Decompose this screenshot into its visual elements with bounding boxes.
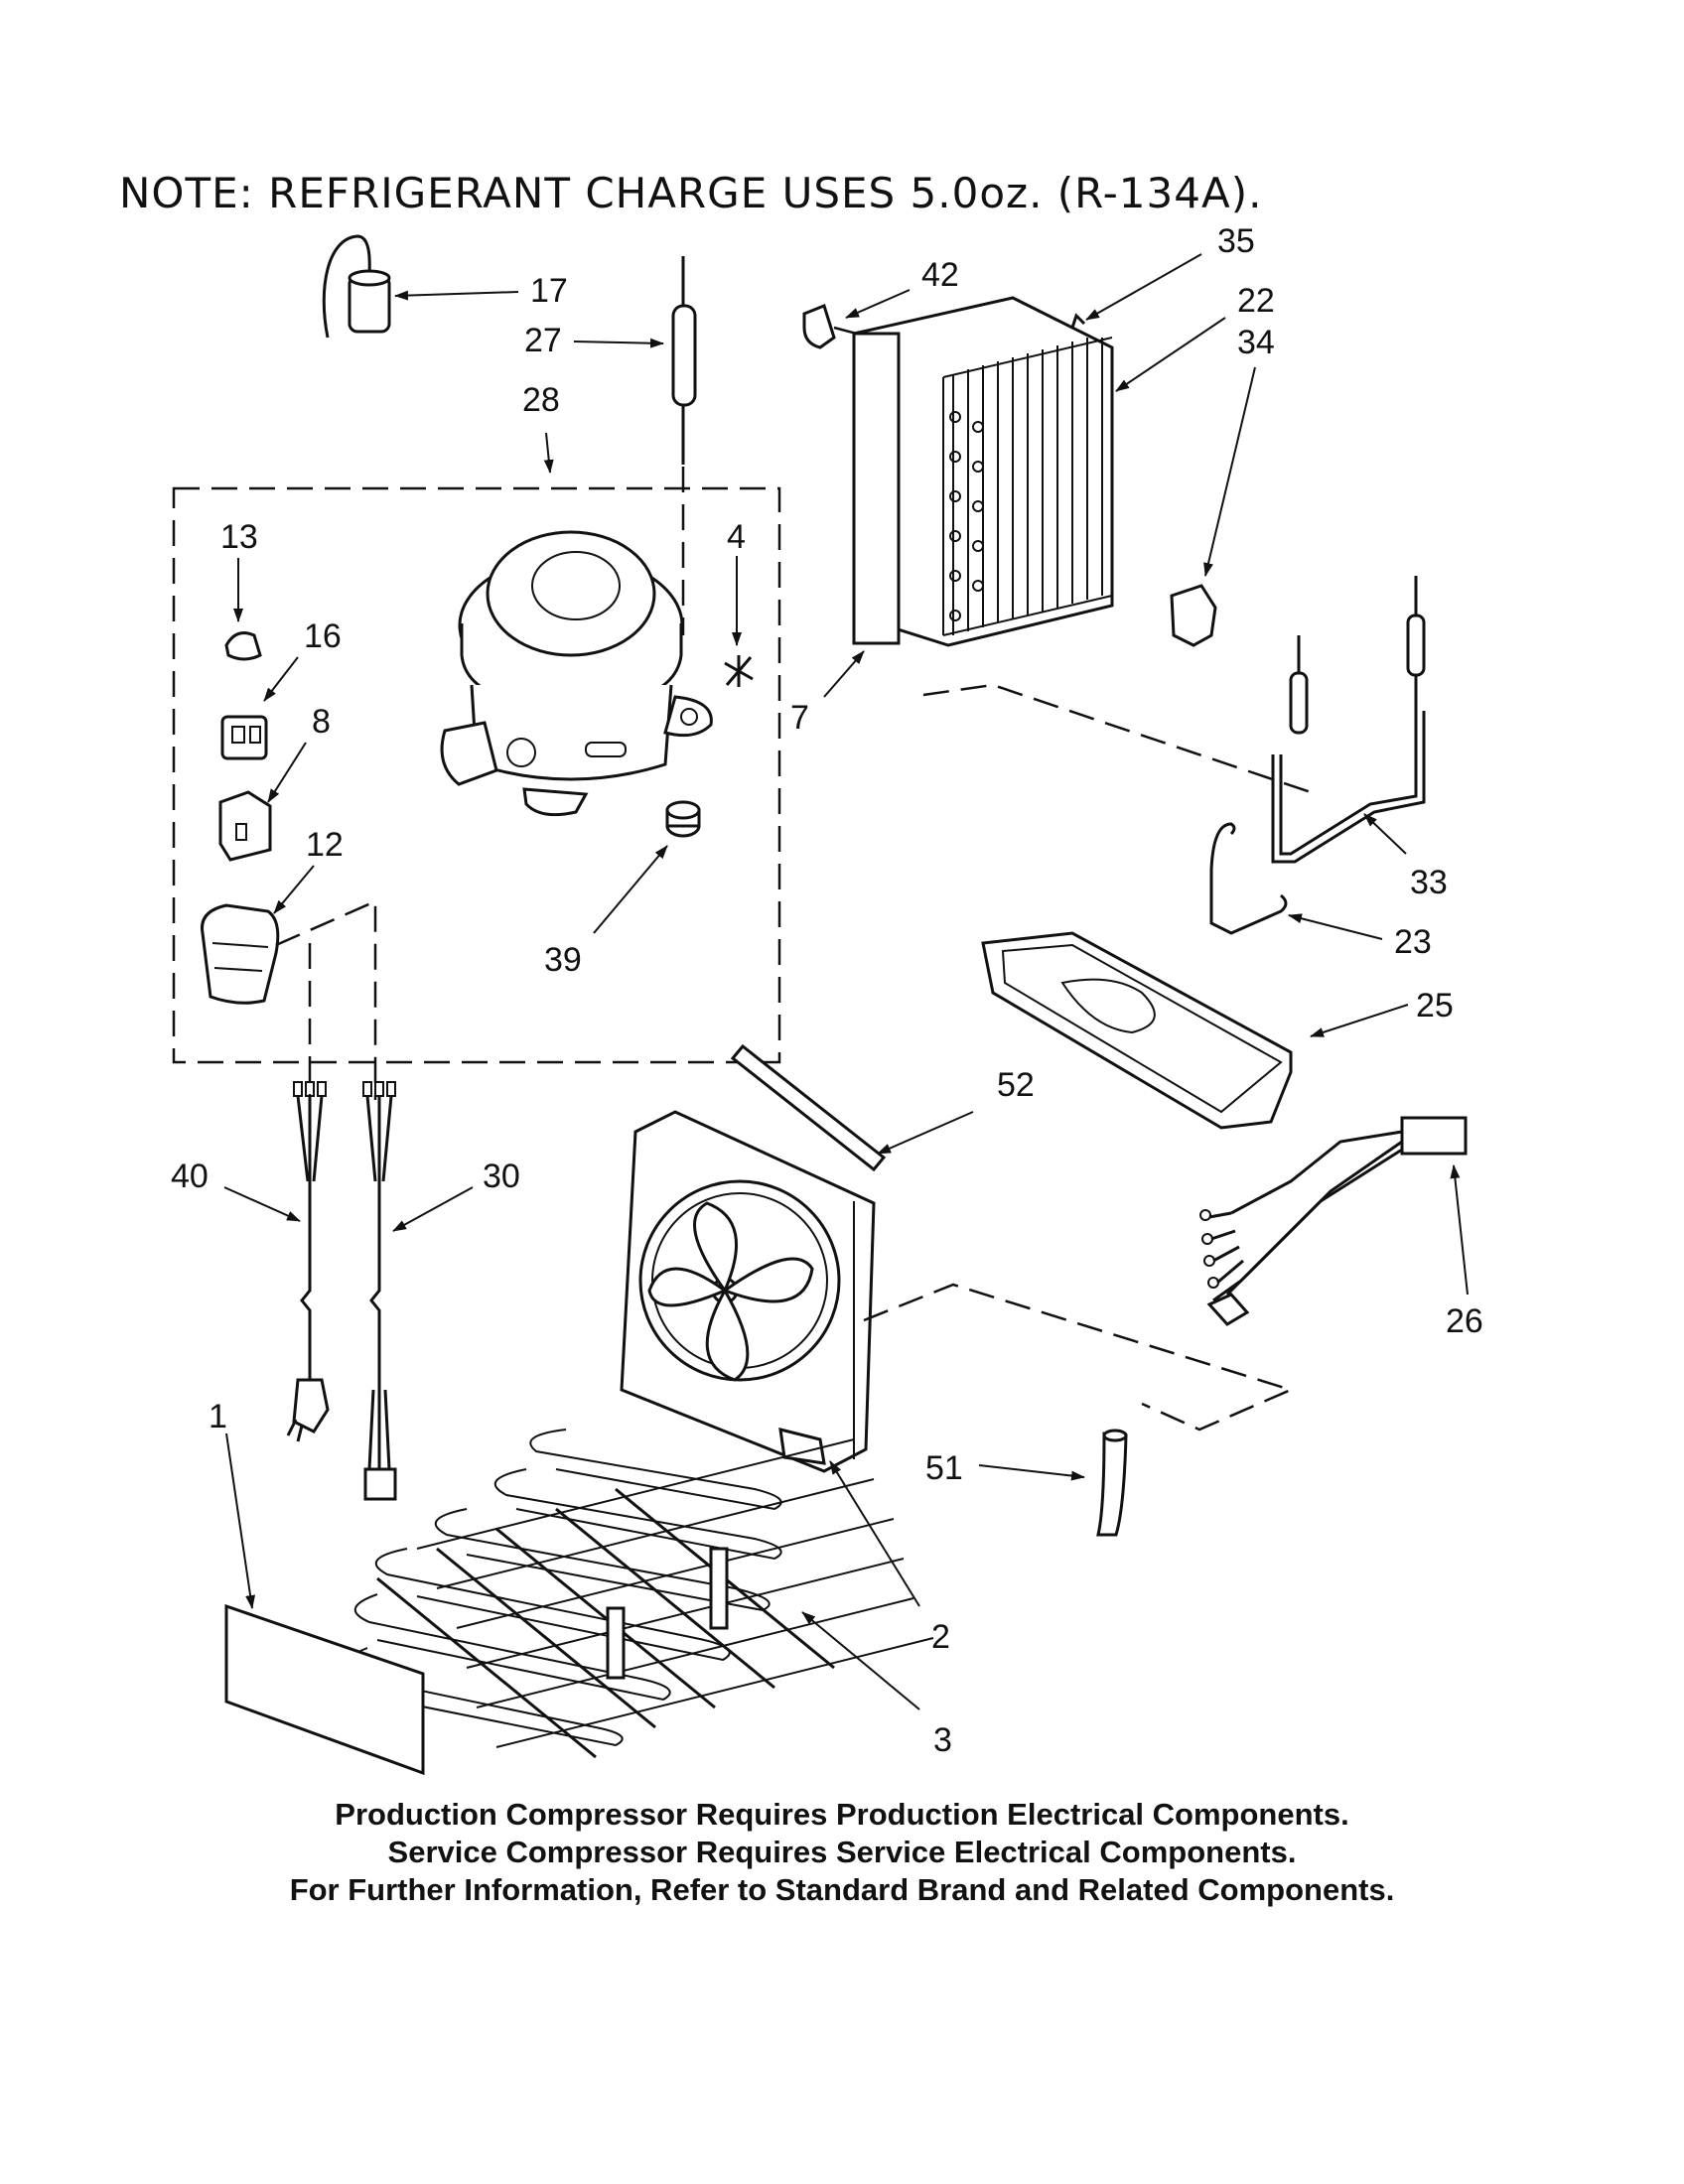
callout-7: 7 [790, 699, 809, 737]
callout-27: 27 [524, 322, 562, 359]
part-52-seal-strip [730, 1043, 887, 1172]
part-51-tube [1096, 1429, 1128, 1537]
callout-22: 22 [1237, 282, 1275, 320]
callout-2: 2 [931, 1618, 950, 1656]
footer-line-2: Service Compressor Requires Service Elec… [387, 1835, 1297, 1869]
callout-33: 33 [1410, 864, 1448, 901]
callout-4: 4 [727, 518, 746, 556]
part-39-grommet [665, 800, 701, 838]
refrigerant-note: NOTE: REFRIGERANT CHARGE USES 5.0oz. (R-… [119, 169, 1263, 217]
compressor-unit [440, 530, 713, 817]
footer-line-3: For Further Information, Refer to Standa… [289, 1872, 1395, 1907]
callout-12: 12 [306, 826, 344, 864]
callout-40: 40 [171, 1158, 209, 1195]
part-40-power-cord [286, 1081, 330, 1442]
part-23-wire-hook [1209, 822, 1288, 935]
leader-lines [223, 253, 1469, 1710]
callout-30: 30 [483, 1158, 520, 1195]
callout-8: 8 [312, 703, 331, 741]
callout-1: 1 [209, 1398, 227, 1435]
part-26-wire-harness [1199, 1116, 1468, 1326]
callout-52: 52 [997, 1066, 1035, 1104]
part-25-drain-pan [981, 931, 1293, 1130]
part-8-overload [218, 790, 272, 862]
part-2-fan-assembly [620, 1110, 876, 1473]
callout-34: 34 [1237, 324, 1275, 361]
compressor-assembly-group-box [172, 486, 781, 1064]
callout-3: 3 [933, 1721, 952, 1759]
part-3-condenser-coil [345, 1429, 934, 1759]
part-1-label [224, 1603, 425, 1776]
callout-25: 25 [1416, 987, 1454, 1024]
part-22-evaporator-coil [852, 296, 1114, 647]
callout-35: 35 [1217, 222, 1255, 260]
part-13-clip [224, 631, 262, 661]
callout-labels: 17 27 28 13 16 8 12 4 39 42 35 22 34 7 3… [171, 222, 1483, 1759]
part-33-tube-assembly [1271, 576, 1426, 864]
part-34-clip [1170, 584, 1217, 647]
part-42-bracket [802, 304, 865, 349]
callout-51: 51 [925, 1449, 963, 1487]
callout-13: 13 [220, 518, 258, 556]
part-16-relay [220, 715, 268, 760]
part-17-capacitor [322, 234, 391, 339]
callout-26: 26 [1446, 1302, 1483, 1340]
callout-39: 39 [544, 941, 582, 979]
footer-line-1: Production Compressor Requires Productio… [335, 1797, 1349, 1832]
callout-17: 17 [530, 272, 568, 310]
part-4-clip [724, 655, 754, 687]
callout-16: 16 [304, 617, 342, 655]
part-12-start-device [201, 903, 280, 1005]
part-30-harness [362, 1081, 397, 1501]
callout-42: 42 [921, 256, 959, 294]
callout-23: 23 [1394, 923, 1432, 961]
part-27-drier [671, 256, 697, 635]
callout-28: 28 [522, 381, 560, 419]
